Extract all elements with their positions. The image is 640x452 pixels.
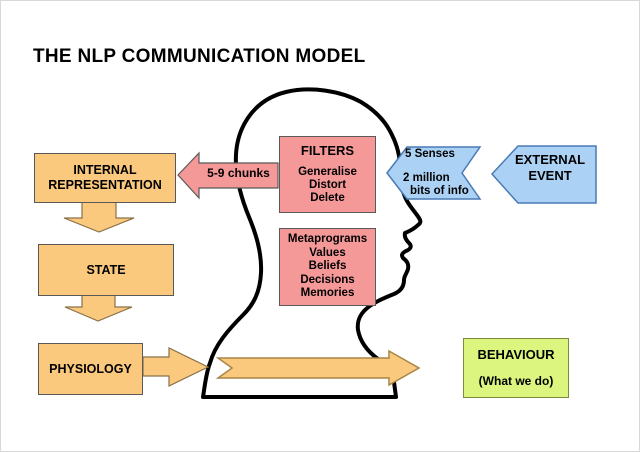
external-event-line2: EVENT — [528, 168, 572, 183]
physiology-box: PHYSIOLOGY — [38, 343, 143, 395]
physiology-label: PHYSIOLOGY — [49, 362, 132, 376]
external-event-shape — [490, 145, 597, 204]
filters-title: FILTERS — [300, 143, 355, 158]
filters-item: Distort — [308, 179, 347, 191]
internal-representation-line2: REPRESENTATION — [48, 178, 162, 192]
down-arrow-state-to-physiology-icon — [64, 294, 133, 322]
page-title: THE NLP COMMUNICATION MODEL — [33, 46, 366, 67]
metaprograms-box: Metaprograms Values Beliefs Decisions Me… — [279, 228, 376, 306]
filters-item: Delete — [310, 192, 345, 204]
external-event-label: EXTERNAL EVENT — [507, 152, 593, 184]
state-label: STATE — [86, 263, 126, 277]
state-box: STATE — [38, 244, 174, 296]
metaprograms-item: Metaprograms — [287, 233, 368, 246]
down-arrow-ir-to-state-icon — [63, 201, 135, 233]
behaviour-subtitle: (What we do) — [478, 374, 554, 388]
internal-representation-box: INTERNAL REPRESENTATION — [34, 153, 176, 203]
metaprograms-item: Beliefs — [308, 260, 347, 273]
senses-chevron-arrow-icon — [386, 146, 482, 200]
behaviour-title: BEHAVIOUR — [477, 347, 555, 362]
physiology-right-arrow-icon — [142, 347, 210, 387]
external-event-line1: EXTERNAL — [514, 152, 586, 167]
metaprograms-item: Memories — [300, 287, 355, 300]
bits-of-info-line2: bits of info — [410, 185, 469, 197]
metaprograms-item: Values — [309, 246, 346, 259]
metaprograms-item: Decisions — [300, 273, 355, 286]
behaviour-box: BEHAVIOUR (What we do) — [463, 338, 569, 398]
filters-item: Generalise — [298, 166, 357, 178]
chunks-arrow-label: 5-9 chunks — [207, 166, 270, 180]
internal-representation-line1: INTERNAL — [73, 163, 137, 177]
bits-of-info-line1: 2 million — [403, 172, 450, 184]
senses-label: 5 Senses — [405, 148, 455, 160]
filters-box: FILTERS Generalise Distort Delete — [279, 136, 376, 213]
chunks-left-arrow-icon — [177, 151, 279, 200]
behaviour-output-arrow-icon — [215, 349, 421, 387]
